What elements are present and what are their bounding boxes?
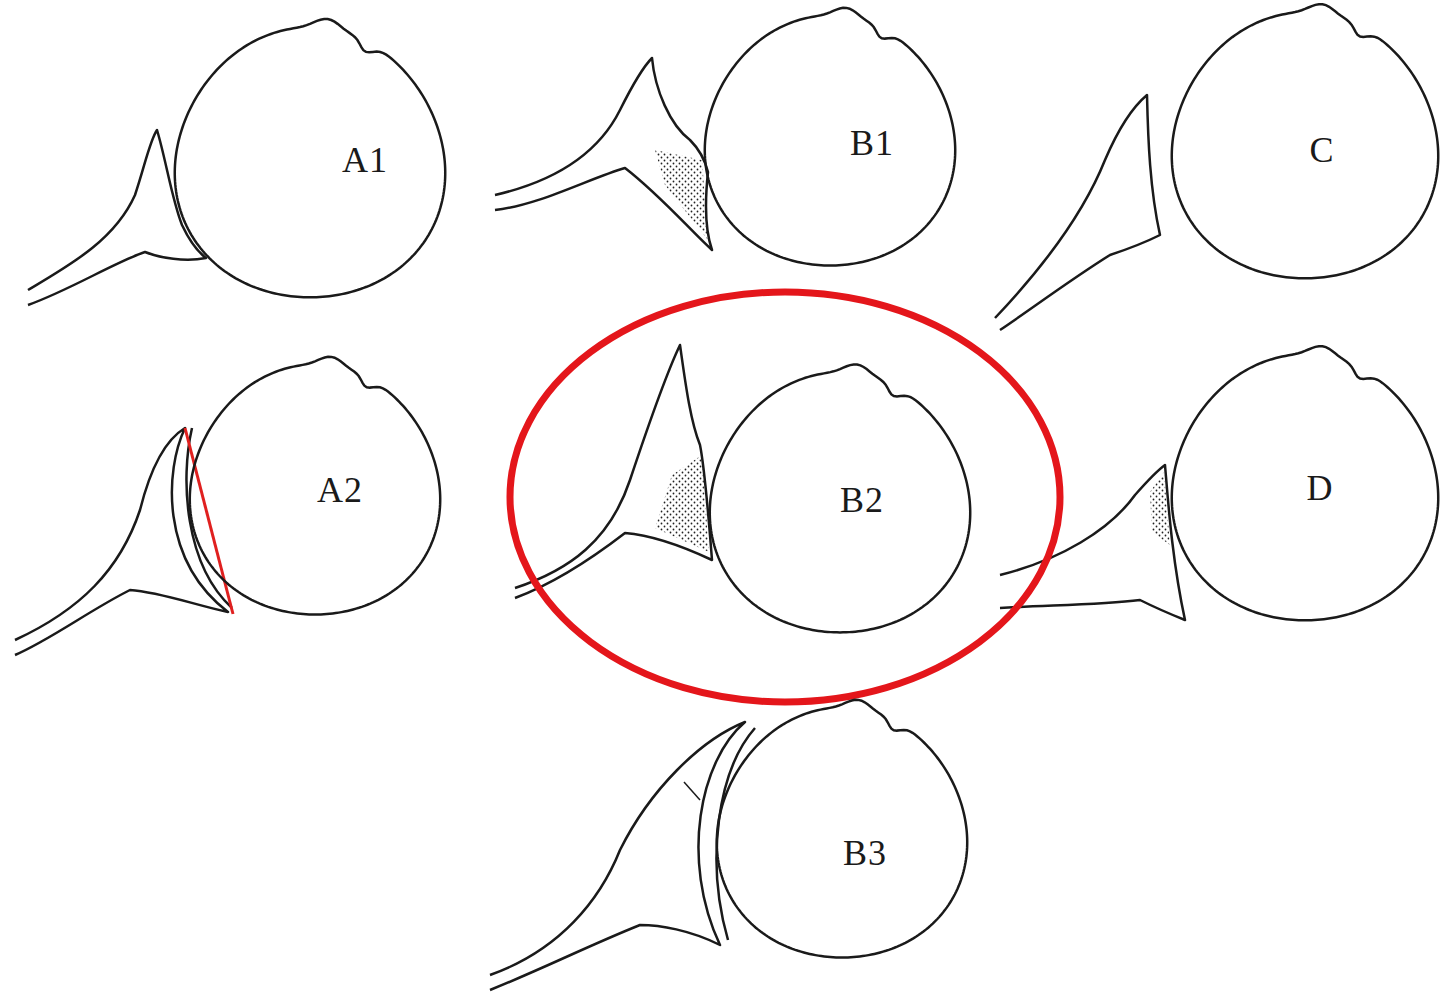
- panel-label: D: [1307, 470, 1334, 506]
- panel-label: B1: [850, 125, 894, 161]
- humeral-head-path: [175, 19, 445, 297]
- humeral-head-outline: [1172, 357, 1438, 623]
- humeral-head: D: [1172, 357, 1438, 623]
- stippled-area: [1150, 472, 1170, 545]
- panel-label: A2: [317, 472, 363, 508]
- stippled-area: [655, 150, 708, 240]
- humeral-head: A1: [175, 30, 445, 300]
- glenoid-outline: [495, 58, 712, 250]
- humeral-head: C: [1172, 15, 1438, 281]
- humeral-head: A2: [190, 367, 440, 617]
- humeral-head-path: [1172, 4, 1438, 278]
- panel-label: B3: [843, 835, 887, 871]
- panel-label: C: [1309, 132, 1334, 168]
- humeral-head-path: [710, 364, 970, 632]
- labrum-tear-line: [684, 782, 700, 800]
- stippled-area: [655, 455, 709, 552]
- labrum-crescent: [717, 728, 755, 940]
- humeral-head-outline: [1172, 15, 1438, 281]
- humeral-head: B3: [717, 710, 967, 960]
- humeral-head-outline: [717, 710, 967, 960]
- humeral-head-path: [717, 700, 967, 958]
- humeral-head-outline: [190, 367, 440, 617]
- humeral-head-outline: [705, 18, 955, 268]
- humeral-head-outline: [175, 30, 445, 300]
- humeral-head-path: [705, 8, 955, 266]
- humeral-head-path: [190, 357, 440, 615]
- glenoid-outline: [490, 722, 745, 990]
- glenoid-outline: [995, 95, 1160, 330]
- highlight-ellipse: [510, 292, 1060, 702]
- humeral-head: B2: [710, 375, 970, 635]
- panel-label: B2: [840, 482, 884, 518]
- humeral-head-path: [1172, 346, 1438, 620]
- glenoid-outline: [28, 130, 206, 305]
- glenoid-outline: [515, 345, 712, 598]
- humeral-head: B1: [705, 18, 955, 268]
- panel-label: A1: [342, 142, 388, 178]
